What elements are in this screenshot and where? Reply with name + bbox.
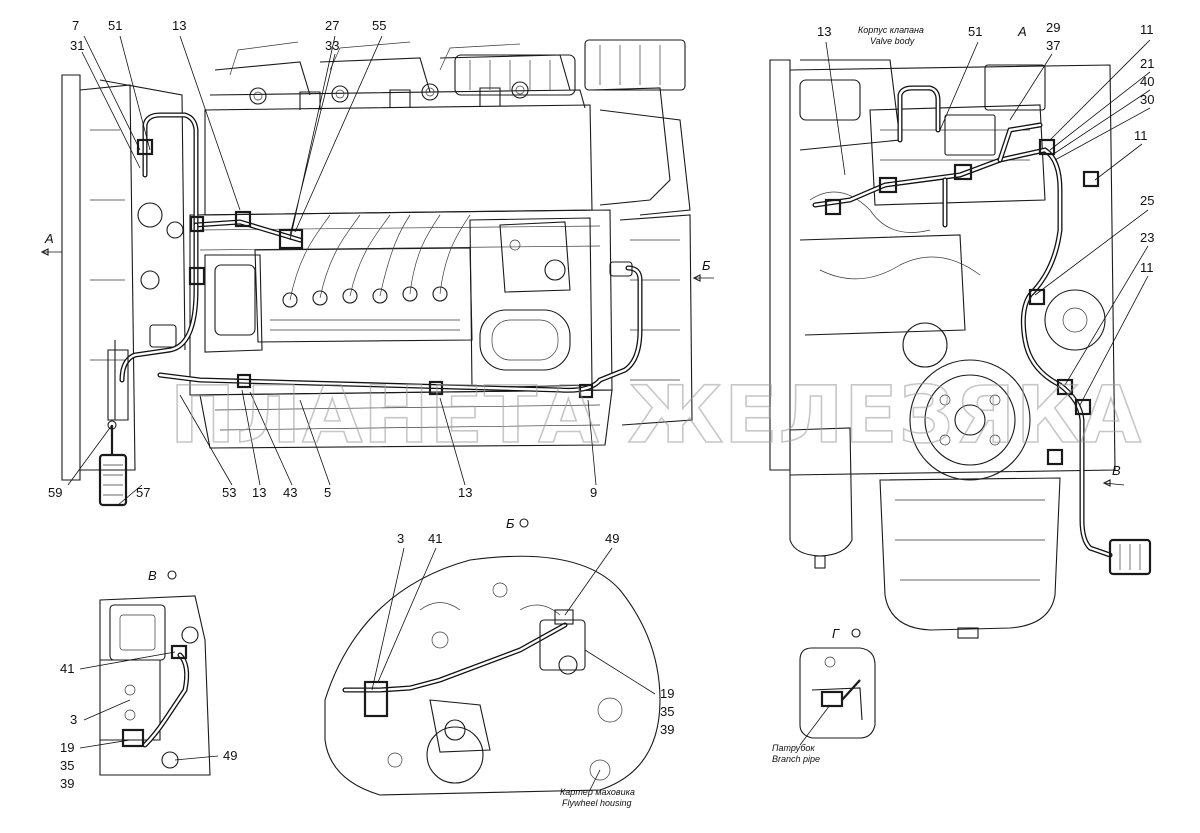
callout-v-49: 49	[223, 748, 237, 763]
circle-view-marker-icon-b	[519, 518, 529, 528]
callout-13-b: 13	[252, 485, 266, 500]
callout-r-30: 30	[1140, 92, 1154, 107]
callout-v-19: 19	[60, 740, 74, 755]
callout-r-11-b: 11	[1134, 128, 1148, 143]
callout-r-25: 25	[1140, 193, 1154, 208]
callout-57: 57	[136, 485, 150, 500]
callout-55: 55	[372, 18, 386, 33]
callout-b-35: 35	[660, 704, 674, 719]
caption-branch-ru: Патрубок	[772, 743, 815, 753]
callout-r-51: 51	[968, 24, 982, 39]
callout-v-39: 39	[60, 776, 74, 791]
callout-53: 53	[222, 485, 236, 500]
detail-b-title: Б	[506, 516, 515, 531]
callout-v-3: 3	[70, 712, 77, 727]
callout-51: 51	[108, 18, 122, 33]
circle-view-marker-icon	[167, 570, 177, 580]
callout-5: 5	[324, 485, 331, 500]
callout-33: 33	[325, 38, 339, 53]
callout-r-29: 29	[1046, 20, 1060, 35]
callout-b-39: 39	[660, 722, 674, 737]
callout-v-35: 35	[60, 758, 74, 773]
callout-7: 7	[72, 18, 79, 33]
callout-r-37: 37	[1046, 38, 1060, 53]
callout-r-40: 40	[1140, 74, 1154, 89]
circle-view-marker-icon-g	[851, 628, 861, 638]
callout-r-11-c: 11	[1140, 260, 1154, 275]
detail-g	[799, 647, 876, 739]
caption-branch-en: Branch pipe	[772, 754, 820, 764]
detail-v	[99, 595, 211, 776]
view-label-v-arrow: В	[1112, 463, 1121, 478]
callout-r-11: 11	[1140, 22, 1154, 37]
callout-r-13: 13	[817, 24, 831, 39]
caption-flywheel-en: Flywheel housing	[562, 798, 632, 808]
engine-side-view	[61, 39, 693, 507]
view-label-b-arrow: Б	[702, 258, 711, 273]
callout-13-c: 13	[458, 485, 472, 500]
callout-b-19: 19	[660, 686, 674, 701]
callout-9: 9	[590, 485, 597, 500]
callout-b-41: 41	[428, 531, 442, 546]
callouts-v: В 41 3 19 35 39 49	[60, 568, 237, 791]
callout-r-23: 23	[1140, 230, 1154, 245]
callout-r-21: 21	[1140, 56, 1154, 71]
callout-v-41: 41	[60, 661, 74, 676]
detail-v-title: В	[148, 568, 157, 583]
callouts-right: 13 51 29 37 11 21 40 30 11 25 23 11 Корп…	[817, 20, 1154, 487]
callouts-b: Б 3 41 49 19 35 39 Картер маховика Flywh…	[371, 516, 674, 808]
view-label-a-right: А	[1017, 24, 1027, 39]
callout-59: 59	[48, 485, 62, 500]
caption-flywheel-ru: Картер маховика	[560, 787, 635, 797]
callout-43: 43	[283, 485, 297, 500]
watermark-text: ПЛАНЕТА ЖЕЛЕЗЯКА	[170, 371, 1142, 461]
callout-13: 13	[172, 18, 186, 33]
caption-valve-body-en: Valve body	[870, 36, 915, 46]
engine-front-view	[769, 59, 1152, 639]
callout-31: 31	[70, 38, 84, 53]
callout-b-3: 3	[397, 531, 404, 546]
caption-valve-body-ru: Корпус клапана	[858, 25, 924, 35]
callouts-main: 7 31 51 13 27 33 55 59 57 53 13 43 5 13 …	[40, 18, 714, 506]
detail-g-title: Г	[832, 626, 840, 641]
callout-b-49: 49	[605, 531, 619, 546]
view-label-a-left: А	[44, 231, 54, 246]
detail-b	[324, 555, 661, 796]
callouts-g: Г Патрубок Branch pipe	[772, 626, 861, 764]
callout-27: 27	[325, 18, 339, 33]
